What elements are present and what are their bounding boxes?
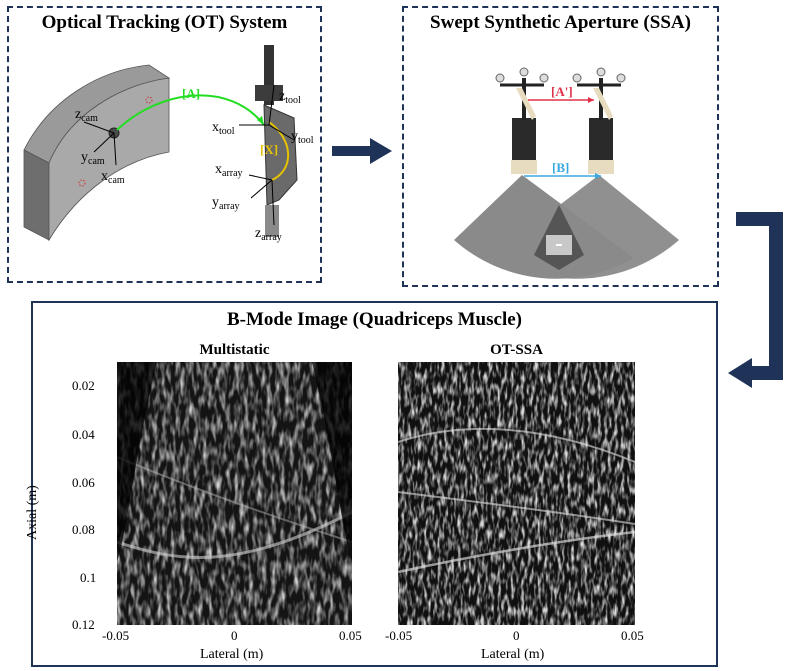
- svg-text:zarray: zarray: [255, 226, 282, 243]
- y-tick: 0.08: [72, 522, 95, 537]
- label-A-prime: [A']: [551, 84, 573, 99]
- label-X: [X]: [260, 142, 278, 157]
- ot-ssa-image: [398, 362, 635, 625]
- bmode-panel-title: B-Mode Image (Quadriceps Muscle): [227, 309, 522, 330]
- left-plot-title: Multistatic: [199, 342, 270, 358]
- svg-text:xtool: xtool: [212, 120, 235, 137]
- x-axis-label-left: Lateral (m): [200, 647, 264, 662]
- y-tick: 0.1: [80, 570, 97, 585]
- right-plot-title: OT-SSA: [490, 342, 543, 358]
- x-tick-right: 0.05: [621, 628, 644, 643]
- transform-A-arrow: [116, 94, 265, 131]
- y-tick: 0.12: [72, 617, 95, 632]
- x-tick-right: 0: [513, 628, 520, 643]
- y-tick: 0.06: [72, 475, 95, 490]
- ot-diagram: [A] [X] zcam ycam xcam ztool xtool ytool…: [23, 45, 314, 243]
- ssa-panel: Swept Synthetic Aperture (SSA): [402, 6, 719, 287]
- flow-arrow-bent: [728, 212, 783, 388]
- x-tick-left: 0.05: [339, 628, 362, 643]
- bmode-panel: B-Mode Image (Quadriceps Muscle): [31, 301, 718, 667]
- y-tick: 0.04: [72, 427, 95, 442]
- svg-text:zcam: zcam: [75, 107, 98, 124]
- x-tick-left: 0: [231, 628, 238, 643]
- ot-panel: Optical Tracking (OT) System: [7, 6, 322, 283]
- label-A: [A]: [182, 86, 200, 101]
- x-axis-label-right: Lateral (m): [481, 647, 545, 662]
- camera-bar-face: [48, 77, 170, 242]
- svg-text:xarray: xarray: [215, 162, 243, 179]
- y-tick: 0.02: [72, 378, 95, 393]
- multistatic-image: [117, 362, 352, 625]
- x-tick-right: -0.05: [385, 628, 413, 643]
- svg-text:ztool: ztool: [279, 89, 301, 106]
- camera-bar-front: [23, 149, 50, 241]
- flow-arrow-right: [332, 138, 392, 164]
- transform-X-arrow: [268, 121, 290, 181]
- svg-text:ytool: ytool: [291, 129, 314, 146]
- ot-panel-title: Optical Tracking (OT) System: [41, 12, 288, 33]
- svg-text:xcam: xcam: [101, 169, 125, 186]
- ssa-panel-title: Swept Synthetic Aperture (SSA): [430, 12, 691, 33]
- ssa-diagram: [A'] [B]: [454, 67, 679, 279]
- svg-text:yarray: yarray: [212, 195, 240, 212]
- label-B: [B]: [552, 160, 569, 175]
- x-tick-left: -0.05: [102, 628, 130, 643]
- y-axis-label: Axial (m): [25, 485, 40, 540]
- svg-text:ycam: ycam: [81, 150, 105, 167]
